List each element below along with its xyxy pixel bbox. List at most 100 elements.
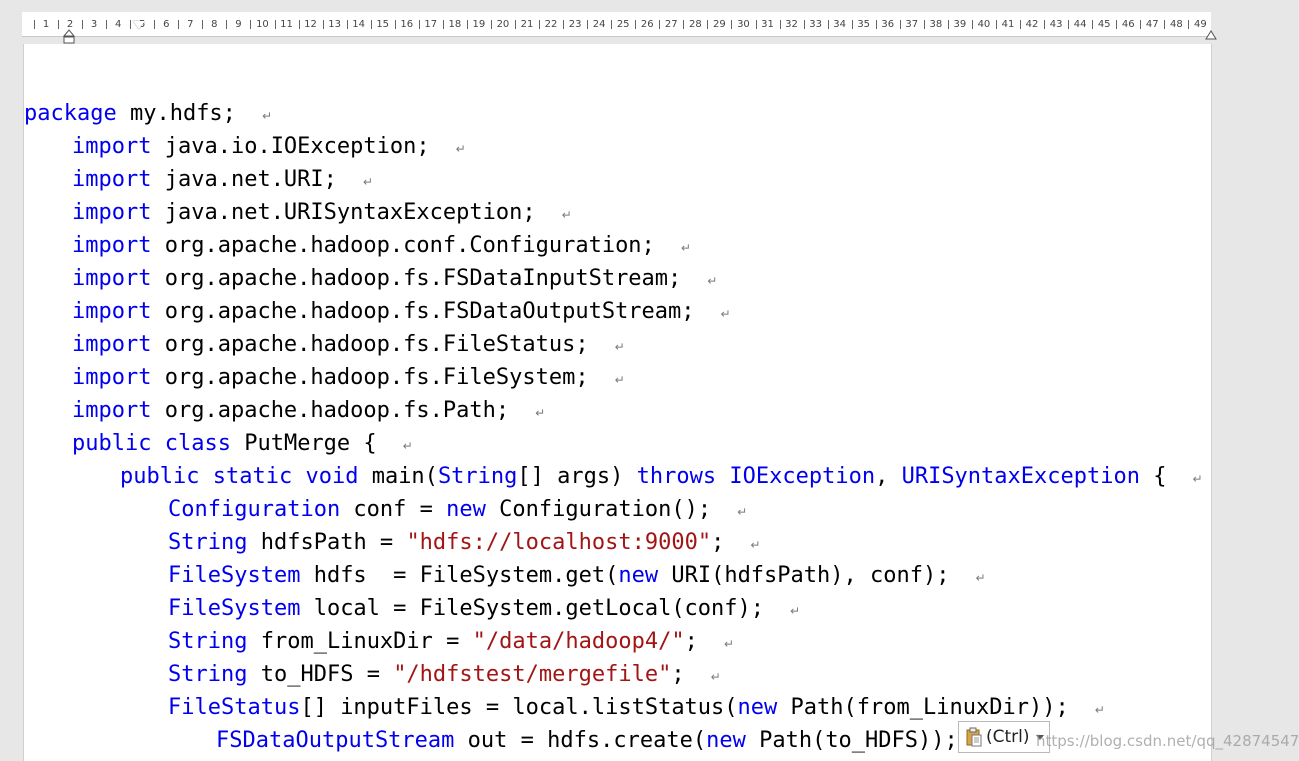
- ruler-tick: [1092, 20, 1094, 29]
- ruler-number: 47: [1145, 19, 1159, 30]
- code-line[interactable]: public static void main(String[] args) t…: [24, 460, 1203, 493]
- paragraph-mark-icon: ↵: [680, 241, 691, 255]
- ruler-number: 7: [187, 19, 194, 30]
- code-keyword: import: [72, 299, 152, 324]
- ruler-tick: [490, 20, 492, 29]
- ruler-number: 46: [1121, 19, 1135, 30]
- code-keyword: static: [212, 464, 293, 489]
- ruler-tick: [394, 20, 396, 29]
- paragraph-mark-icon: ↵: [750, 538, 761, 552]
- ruler-tick: [659, 20, 661, 29]
- hanging-indent-marker[interactable]: [62, 28, 76, 44]
- code-line[interactable]: import org.apache.hadoop.fs.FileStatus;↵: [24, 328, 1203, 361]
- code-keyword: import: [72, 266, 152, 291]
- ruler-number: 38: [929, 19, 943, 30]
- code-keyword: throws: [636, 464, 717, 489]
- ruler-number: 35: [857, 19, 871, 30]
- code-line[interactable]: import org.apache.hadoop.conf.Configurat…: [24, 229, 1203, 262]
- ruler-number: 27: [664, 19, 678, 30]
- code-text: org.apache.hadoop.conf.Configuration;: [151, 233, 655, 258]
- ruler-tick: [563, 20, 565, 29]
- code-line[interactable]: import java.io.IOException;↵: [24, 130, 1203, 163]
- ruler-tick: [130, 20, 132, 29]
- ruler-tick: [1020, 20, 1022, 29]
- ruler-tick: [226, 20, 228, 29]
- code-keyword: String: [168, 662, 248, 687]
- ruler-number: 42: [1025, 19, 1039, 30]
- code-line[interactable]: import org.apache.hadoop.fs.FSDataOutput…: [24, 295, 1203, 328]
- code-keyword: new: [737, 695, 778, 720]
- ruler-tick: [539, 20, 541, 29]
- ruler-tick: [755, 20, 757, 29]
- code-text: [292, 464, 305, 489]
- code-keyword: void: [305, 464, 359, 489]
- ruler-number: 36: [881, 19, 895, 30]
- code-keyword: FileStatus: [168, 695, 301, 720]
- code-line[interactable]: import java.net.URI;↵: [24, 163, 1203, 196]
- code-keyword: new: [618, 563, 659, 588]
- ruler-tick: [442, 20, 444, 29]
- code-keyword: package: [24, 101, 117, 126]
- code-keyword: URISyntaxException: [901, 464, 1140, 489]
- code-line[interactable]: String hdfsPath = "hdfs://localhost:9000…: [24, 526, 1203, 559]
- code-line[interactable]: FileSystem local = FileSystem.getLocal(c…: [24, 592, 1203, 625]
- code-line[interactable]: Configuration conf = new Configuration()…: [24, 493, 1203, 526]
- ruler-tick: [731, 20, 733, 29]
- code-keyword: import: [72, 233, 152, 258]
- ruler-tick: [1188, 20, 1190, 29]
- code-text: out = hdfs.create(: [454, 728, 707, 753]
- paste-options-button[interactable]: (Ctrl): [958, 721, 1050, 753]
- ruler-number: 44: [1073, 19, 1087, 30]
- ruler-number: 15: [376, 19, 390, 30]
- ruler-number: 20: [496, 19, 510, 30]
- ruler-number: 25: [616, 19, 630, 30]
- ruler-number: 2: [66, 19, 74, 30]
- right-indent-marker[interactable]: [1205, 28, 1217, 40]
- code-text: ;: [711, 530, 725, 555]
- paragraph-mark-icon: ↵: [707, 274, 718, 288]
- ruler-tick: [611, 20, 613, 29]
- code-string: "/data/hadoop4/": [472, 629, 685, 654]
- ruler-number: 17: [424, 19, 438, 30]
- ruler-tick: [1140, 20, 1142, 29]
- ruler-number: 37: [905, 19, 919, 30]
- ruler-number: 1: [42, 19, 50, 30]
- watermark-url: https://blog.csdn.net/qq_42874547: [1036, 732, 1299, 750]
- code-line[interactable]: import org.apache.hadoop.fs.Path;↵: [24, 394, 1203, 427]
- ruler-tick: [346, 20, 348, 29]
- code-keyword: import: [72, 134, 152, 159]
- ruler-number: 45: [1097, 19, 1111, 30]
- code-line[interactable]: import java.net.URISyntaxException;↵: [24, 196, 1203, 229]
- code-keyword: String: [437, 464, 518, 489]
- document-page[interactable]: package my.hdfs;↵import java.io.IOExcept…: [23, 44, 1212, 761]
- code-text: ,: [875, 464, 902, 489]
- ruler-tick: [587, 20, 589, 29]
- code-text: java.net.URI;: [151, 167, 337, 192]
- code-line[interactable]: String to_HDFS = "/hdfstest/mergefile";↵: [24, 658, 1203, 691]
- ruler-tick: [106, 20, 108, 29]
- first-line-indent-marker[interactable]: [133, 21, 145, 29]
- ruler-tick: [34, 20, 35, 29]
- ruler-tick: [58, 20, 60, 29]
- code-line[interactable]: String from_LinuxDir = "/data/hadoop4/";…: [24, 625, 1203, 658]
- code-text: Configuration();: [485, 497, 712, 522]
- code-line[interactable]: package my.hdfs;↵: [24, 97, 1203, 130]
- code-line[interactable]: import org.apache.hadoop.fs.FSDataInputS…: [24, 262, 1203, 295]
- code-line[interactable]: FileSystem hdfs = FileSystem.get(new URI…: [24, 559, 1203, 592]
- code-line[interactable]: FSDataOutputStream out = hdfs.create(new…: [24, 724, 1203, 757]
- ruler-number: 3: [90, 19, 98, 30]
- ruler-number: 33: [809, 19, 822, 30]
- ruler-number: 29: [713, 19, 726, 30]
- ruler-number: 10: [256, 19, 269, 30]
- ruler-number: 14: [352, 19, 365, 30]
- code-line[interactable]: import org.apache.hadoop.fs.FileSystem;↵: [24, 361, 1203, 394]
- code-keyword: String: [168, 629, 248, 654]
- ruler-tick: [947, 20, 949, 29]
- ruler-tick: [996, 20, 997, 29]
- code-text: PutMerge {: [230, 431, 377, 456]
- code-line[interactable]: public class PutMerge {↵: [24, 427, 1203, 460]
- code-text: [199, 464, 212, 489]
- code-line[interactable]: FileStatus[] inputFiles = local.listStat…: [24, 691, 1203, 724]
- ruler-tick: [707, 20, 709, 29]
